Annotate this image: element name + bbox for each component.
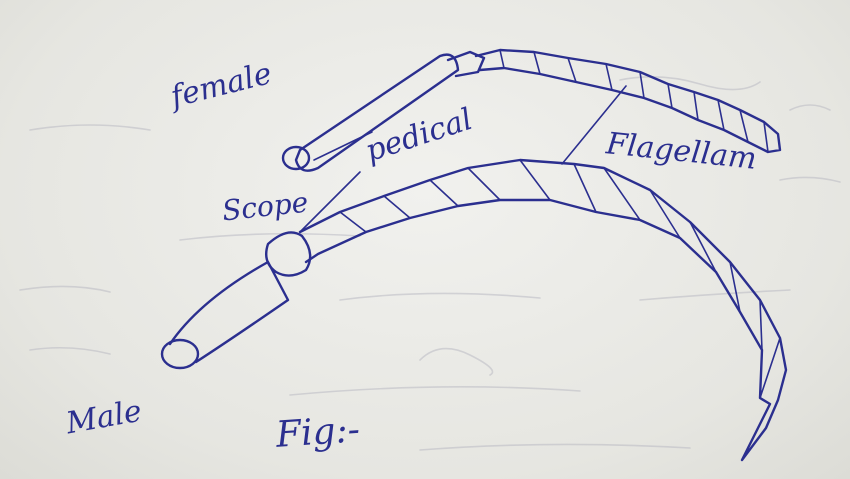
male-flagellomeres bbox=[340, 160, 780, 398]
label-fig: Fig:- bbox=[275, 409, 361, 456]
male-scape-base bbox=[162, 340, 198, 368]
male-flagellum bbox=[300, 160, 786, 460]
male-scape bbox=[170, 262, 288, 362]
scope-pointer bbox=[300, 172, 360, 232]
male-pedicel bbox=[266, 232, 310, 275]
